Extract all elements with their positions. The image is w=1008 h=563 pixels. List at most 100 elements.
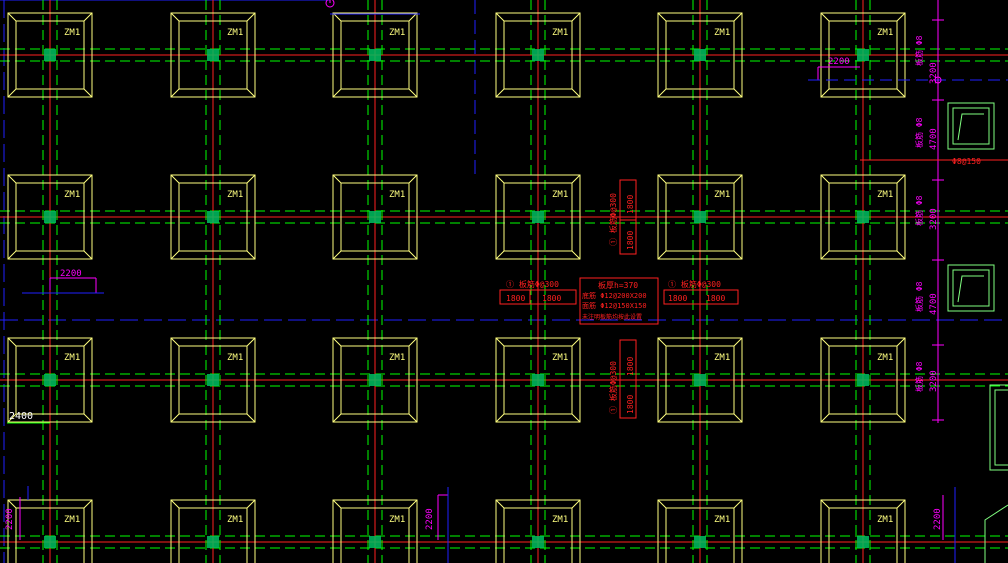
footing-corner-line: [657, 337, 667, 347]
footing-corner-line: [896, 88, 906, 98]
footing-outline: [170, 174, 256, 260]
note-right-5: 板筋 Φ8: [914, 361, 924, 392]
footing-corner-line: [495, 250, 505, 260]
footing-corner-line: [83, 250, 93, 260]
footing-outline: [495, 499, 581, 563]
footing-corner-line: [246, 174, 256, 184]
footing-inner-outline: [828, 182, 898, 252]
footing-corner-line: [495, 88, 505, 98]
top-vert-title: ① 板筋Φ@300: [608, 193, 618, 246]
column-footing-zm1: ZM1: [657, 174, 743, 260]
footing-corner-line: [733, 499, 743, 509]
footing-inner-outline: [503, 345, 573, 415]
footing-corner-line: [246, 337, 256, 347]
dim-3200-a: 3200: [929, 62, 939, 84]
column-node: [694, 536, 706, 548]
footing-outline: [7, 337, 93, 423]
footing-outline: [820, 12, 906, 98]
footing-corner-line: [7, 88, 17, 98]
column-label: ZM1: [64, 515, 80, 525]
left-rebar-title: ① 板筋Φ@300: [506, 279, 559, 289]
footing-outline: [820, 337, 906, 423]
footing-corner-line: [571, 12, 581, 22]
column-footing-zm1: ZM1: [7, 174, 93, 260]
column-label: ZM1: [389, 28, 405, 38]
dim-2400: 2400: [9, 411, 33, 422]
column-node: [207, 211, 219, 223]
footing-corner-line: [657, 413, 667, 423]
column-label: ZM1: [877, 190, 893, 200]
dimension-group-left: [7, 0, 956, 563]
footing-corner-line: [408, 88, 418, 98]
column-label: ZM1: [714, 28, 730, 38]
column-node: [44, 536, 56, 548]
footing-corner-line: [7, 337, 17, 347]
footing-corner-line: [733, 337, 743, 347]
footing-corner-line: [820, 250, 830, 260]
right-rebar-a: 1800: [668, 294, 687, 303]
footing-corner-line: [571, 250, 581, 260]
column-node: [369, 211, 381, 223]
footing-corner-line: [332, 413, 342, 423]
footing-outline: [820, 174, 906, 260]
column-node: [44, 49, 56, 61]
column-label: ZM1: [877, 353, 893, 363]
column-node: [532, 374, 544, 386]
footing-outline: [820, 499, 906, 563]
footing-corner-line: [495, 499, 505, 509]
footing-corner-line: [332, 174, 342, 184]
footing-corner-line: [733, 250, 743, 260]
column-footing-zm1: ZM1: [495, 174, 581, 260]
footing-inner-outline: [15, 507, 85, 563]
right-dimension-chain: [860, 0, 1008, 423]
column-footing-zm1: ZM1: [820, 499, 906, 563]
column-label: ZM1: [714, 353, 730, 363]
footing-inner-outline: [340, 345, 410, 415]
column-node: [857, 49, 869, 61]
footing-outline: [332, 174, 418, 260]
column-footing-zm1: ZM1: [657, 337, 743, 423]
dim-2200-e: 2200: [933, 508, 943, 530]
column-label: ZM1: [552, 28, 568, 38]
footing-outline: [170, 337, 256, 423]
footing-corner-line: [657, 12, 667, 22]
column-node: [369, 374, 381, 386]
column-label: ZM1: [64, 353, 80, 363]
footing-inner-outline: [665, 345, 735, 415]
footing-corner-line: [83, 174, 93, 184]
footing-corner-line: [7, 174, 17, 184]
column-node: [857, 374, 869, 386]
column-node: [44, 211, 56, 223]
column-node: [694, 49, 706, 61]
top-vert-b: 1800: [626, 231, 635, 250]
box-line-1: 板厚h=370: [598, 280, 638, 290]
column-footing-zm1: ZM1: [170, 499, 256, 563]
footing-outline: [332, 499, 418, 563]
footing-outline: [7, 499, 93, 563]
footing-corner-line: [246, 499, 256, 509]
dim-4700-a: 4700: [929, 128, 939, 150]
dim-4700-b: 4700: [929, 293, 939, 315]
footing-corner-line: [246, 12, 256, 22]
left-rebar-a: 1800: [506, 294, 525, 303]
column-node: [694, 211, 706, 223]
footing-corner-line: [495, 174, 505, 184]
footing-corner-line: [170, 499, 180, 509]
footing-corner-line: [820, 12, 830, 22]
footing-corner-line: [657, 499, 667, 509]
footing-inner-outline: [503, 182, 573, 252]
footing-corner-line: [170, 174, 180, 184]
column-label: ZM1: [227, 28, 243, 38]
column-node: [207, 374, 219, 386]
column-node: [369, 49, 381, 61]
footing-corner-line: [820, 413, 830, 423]
column-footing-zm1: ZM1: [332, 499, 418, 563]
footing-corner-line: [170, 337, 180, 347]
column-footing-zm1: ZM1: [495, 499, 581, 563]
footing-corner-line: [657, 250, 667, 260]
column-label: ZM1: [714, 515, 730, 525]
footing-outline: [657, 499, 743, 563]
footing-corner-line: [733, 12, 743, 22]
column-label: ZM1: [877, 515, 893, 525]
